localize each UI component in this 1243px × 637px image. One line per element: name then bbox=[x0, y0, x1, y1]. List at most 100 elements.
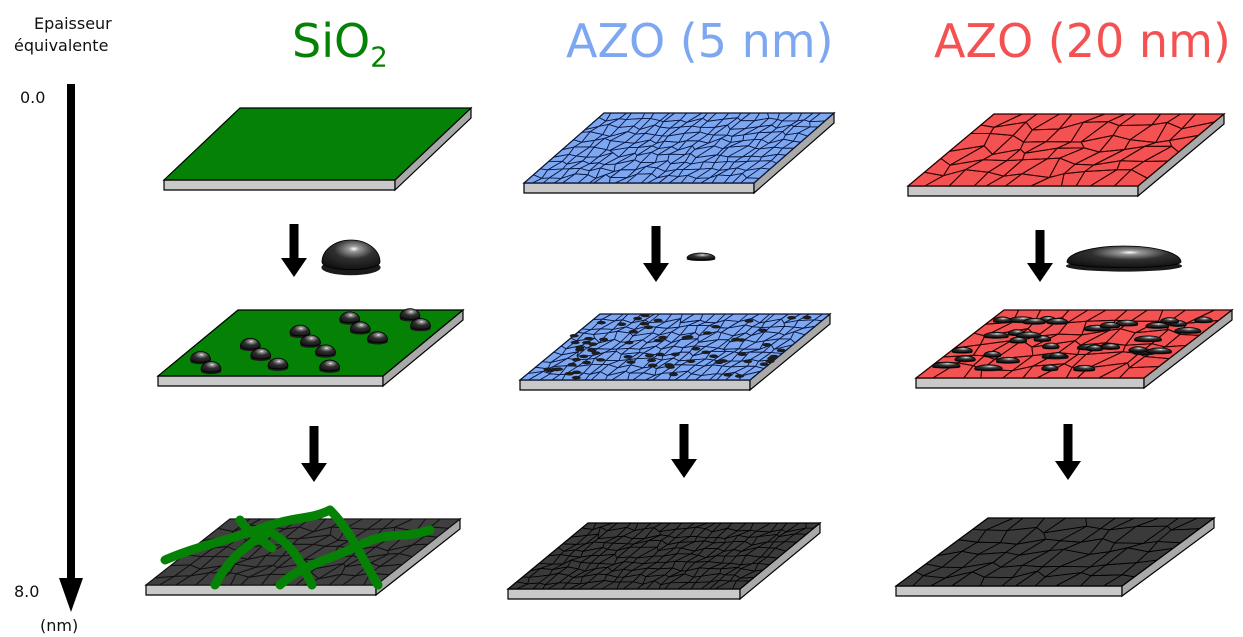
azo5-surface-droplet bbox=[664, 363, 674, 367]
azo20-surface-droplet-29 bbox=[1016, 331, 1042, 338]
azo5-surface-droplet bbox=[702, 331, 712, 335]
azo20-surface-droplet-32 bbox=[1100, 343, 1121, 350]
azo5-arrow-2-head bbox=[671, 459, 697, 478]
azo20-step2-slab bbox=[914, 308, 1234, 390]
azo20-step1-slab bbox=[906, 112, 1226, 198]
azo5-arrow-2-shaft bbox=[679, 424, 689, 460]
azo5-surface-droplet bbox=[802, 315, 812, 320]
azo20-arrow-1-head bbox=[1027, 263, 1053, 282]
azo20-surface-droplet-27 bbox=[1009, 336, 1028, 344]
sio2-surface-droplet-0 bbox=[190, 351, 211, 363]
azo20-surface-droplet-0 bbox=[974, 364, 1003, 371]
grain-cell bbox=[805, 522, 821, 529]
azo5-droplet bbox=[686, 252, 716, 261]
grain-cell bbox=[813, 313, 831, 322]
azo5-surface-droplet bbox=[587, 348, 597, 352]
azo5-surface-droplet bbox=[633, 316, 643, 321]
azo20-surface-droplet-14 bbox=[1115, 319, 1139, 326]
azo5-surface-droplet bbox=[653, 338, 663, 343]
azo5-surface-droplet bbox=[731, 337, 741, 342]
azo5-surface-droplet bbox=[628, 329, 638, 334]
azo5-step1-substrate-front bbox=[523, 182, 755, 194]
azo5-free-droplet bbox=[686, 252, 716, 261]
azo5-surface-droplet bbox=[640, 313, 650, 318]
sio2-step3-substrate-front bbox=[145, 584, 377, 596]
azo20-surface-droplet-33 bbox=[1046, 318, 1069, 325]
azo20-surface-droplet-19 bbox=[1099, 321, 1121, 329]
azo5-surface-droplet bbox=[737, 352, 747, 356]
azo5-surface-droplet bbox=[765, 359, 775, 364]
azo5-surface-droplet bbox=[658, 335, 668, 340]
azo5-surface-droplet bbox=[599, 337, 609, 342]
azo5-surface-droplet bbox=[624, 340, 634, 345]
azo20-surface-droplet-5 bbox=[1073, 365, 1096, 372]
azo20-surface-droplet-25 bbox=[931, 361, 961, 368]
axis-label-line2: équivalente bbox=[14, 36, 109, 55]
azo5-surface-droplet bbox=[670, 352, 680, 357]
azo5-surface-droplet bbox=[584, 336, 594, 341]
sio2-step2-substrate-front bbox=[157, 375, 384, 387]
sio2-surface-droplet-12 bbox=[410, 318, 431, 330]
sio2-surface-droplet-9 bbox=[267, 357, 289, 370]
grain-cell bbox=[1181, 113, 1225, 130]
azo5-surface-droplet bbox=[545, 368, 555, 373]
azo20-step3-substrate-front bbox=[895, 585, 1123, 597]
azo20-surface-droplet-20 bbox=[1194, 316, 1213, 323]
azo5-surface-droplet bbox=[723, 373, 733, 377]
azo5-surface-droplet bbox=[762, 342, 772, 347]
azo5-surface-droplet bbox=[591, 351, 601, 355]
sio2-crack-1 bbox=[210, 527, 275, 590]
azo5-surface-droplet bbox=[711, 324, 721, 329]
azo20-droplet bbox=[1066, 245, 1182, 268]
azo5-surface-droplet bbox=[564, 371, 574, 376]
sio2-arrow-1-shaft bbox=[289, 224, 299, 259]
azo5-surface-droplet bbox=[596, 320, 606, 325]
sio2-surface-droplet-10 bbox=[315, 344, 336, 357]
azo5-surface-droplet bbox=[571, 357, 581, 362]
azo5-step2-substrate-front bbox=[519, 379, 751, 391]
azo20-surface-droplet-10 bbox=[1085, 344, 1104, 351]
azo5-step1-slab bbox=[522, 111, 836, 195]
azo5-surface-droplet bbox=[701, 350, 711, 355]
grain-cell bbox=[809, 112, 835, 122]
azo5-arrow-1-head bbox=[643, 263, 669, 282]
sio2-surface-droplet-6 bbox=[300, 334, 321, 347]
azo20-arrow-2-head bbox=[1055, 461, 1081, 480]
azo20-step2-substrate-front bbox=[915, 377, 1145, 389]
sio2-crack-2 bbox=[257, 523, 317, 590]
sio2-free-droplet bbox=[321, 239, 381, 276]
azo5-surface-droplet bbox=[617, 322, 627, 327]
azo5-surface-droplet bbox=[596, 358, 606, 362]
azo5-surface-droplet bbox=[709, 354, 719, 359]
azo5-surface-droplet bbox=[684, 335, 694, 339]
azo5-surface-droplet bbox=[644, 353, 654, 358]
sio2-surface-droplet-11 bbox=[367, 331, 388, 343]
grain-cell bbox=[430, 518, 461, 529]
sio2-droplet bbox=[321, 239, 381, 271]
azo5-surface-droplet bbox=[759, 362, 769, 367]
azo20-surface-droplet-35 bbox=[992, 316, 1012, 323]
azo5-surface-droplet bbox=[639, 321, 649, 326]
azo5-surface-droplet bbox=[743, 359, 753, 364]
azo20-surface-droplet-34 bbox=[995, 356, 1020, 364]
azo20-surface-droplet-1 bbox=[951, 346, 973, 353]
azo20-surface-droplet-31 bbox=[1145, 322, 1170, 329]
sio2-surface-droplet-2 bbox=[289, 324, 311, 337]
azo20-surface-droplet-23 bbox=[1022, 318, 1046, 325]
azo20-arrow-1-shaft bbox=[1035, 230, 1045, 264]
azo20-arrow-2-shaft bbox=[1063, 424, 1073, 462]
azo5-surface-droplet bbox=[626, 360, 636, 364]
azo20-surface-droplet-22 bbox=[1160, 317, 1180, 324]
azo5-surface-droplet bbox=[579, 354, 589, 359]
column-title-azo-20nm: AZO (20 nm) bbox=[934, 14, 1231, 68]
azo5-surface-droplet bbox=[570, 340, 580, 345]
azo20-surface-droplet-8 bbox=[954, 355, 976, 362]
azo20-surface-droplet-28 bbox=[1041, 364, 1059, 371]
azo5-surface-droplet bbox=[767, 356, 777, 361]
sio2-step1-top-surface bbox=[162, 107, 473, 181]
azo5-surface-droplet bbox=[776, 348, 786, 353]
azo20-surface-droplet-18 bbox=[983, 350, 1002, 358]
sio2-arrow-2-shaft bbox=[309, 426, 319, 464]
